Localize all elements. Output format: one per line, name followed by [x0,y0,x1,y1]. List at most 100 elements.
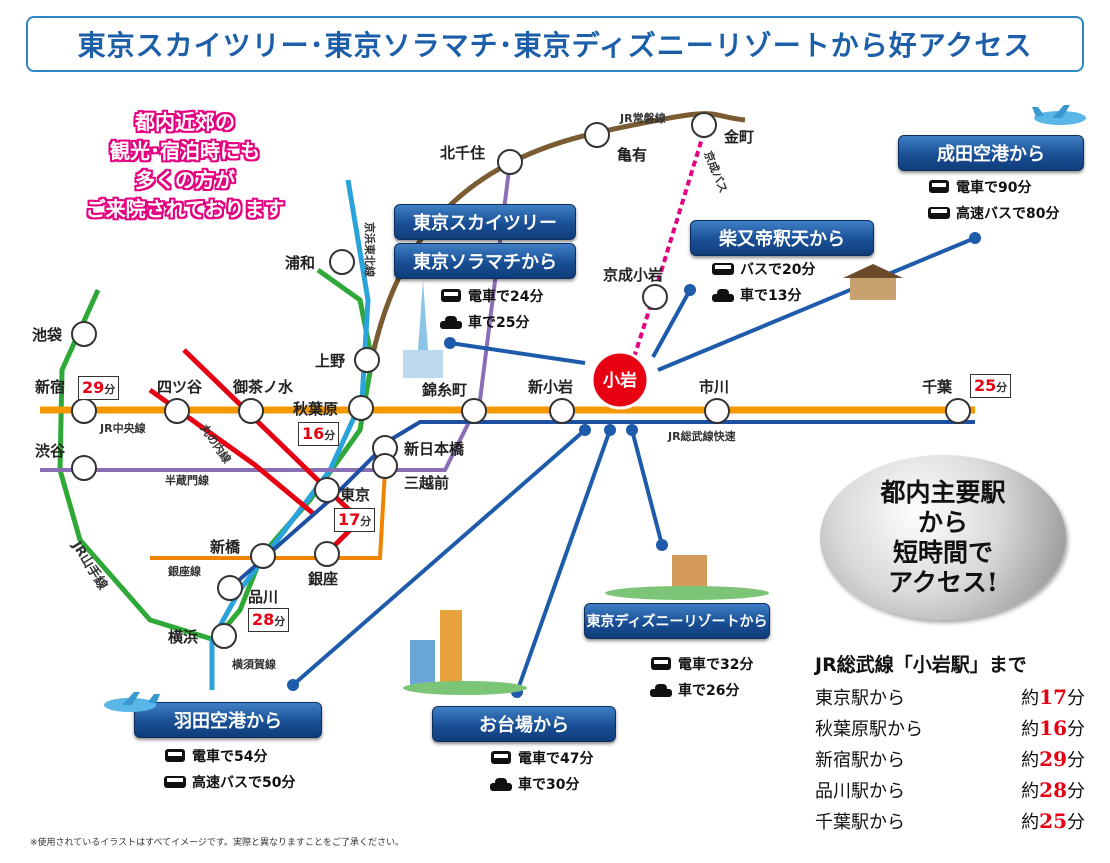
disclaimer-note: ※使用されているイラストはすべてイメージです。実際と異なりますことをご了承くださ… [30,838,405,848]
station-shinjuku-label: 新宿 [35,378,65,396]
station-akihabara-marker [348,395,374,421]
solamachi-info: 電車で24分 車で25分 [440,284,543,336]
car-icon [440,314,462,332]
car-icon [650,682,672,700]
shibamata-info: バスで20分 車で13分 [712,257,815,309]
station-shinkoiwa-marker [549,398,575,424]
station-chiba-marker [945,398,971,424]
intro-line-1: 都内近郊の [135,110,235,134]
temple-illustration [843,264,903,300]
station-ochanomizu-label: 御茶ノ水 [232,378,294,396]
train-icon [440,288,462,306]
line-hanzomon-label: 半蔵門線 [165,473,209,487]
quick-access-badge: 都内主要駅 から 短時間で アクセス! [820,455,1066,620]
line-sobu-rapid-label: JR総武線快速 [667,429,736,443]
odaiba-info: 電車で47分 車で30分 [490,746,593,798]
solamachi-label: 東京ソラマチから [394,243,576,279]
station-ikebukuro-marker [71,321,97,347]
station-kinshicho-label: 錦糸町 [421,381,467,399]
table-row: 秋葉原駅から約16分 [815,715,1085,740]
route-skytree [449,341,586,365]
akihabara-time-badge: 16分 [298,422,340,446]
station-yotsuya-marker [164,398,190,424]
hanzomon-line [40,161,512,472]
station-shimbashi-label: 新橋 [210,538,241,556]
intro-message: 都内近郊の 観光･宿泊時にも 多くの方が ご来院されております [40,108,330,224]
line-keihin-label: 京浜東北線 [363,222,377,277]
station-kitasenju-label: 北千住 [440,144,485,162]
tokyo-time-badge: 17分 [334,508,376,532]
route-shibamata [651,289,692,358]
bus-icon [164,774,186,792]
route-haneda [291,428,587,687]
train-icon [490,750,512,768]
station-kanamachi-marker [691,112,717,138]
station-koiwa-marker [590,350,650,410]
table-row: 東京駅から約17分 [815,684,1085,709]
chiba-time-badge: 25分 [970,374,1012,398]
station-yokohama-marker [211,623,237,649]
line-keiseibus-label: 京成バス [701,149,730,195]
bus-icon [712,261,734,279]
shinjuku-time-badge: 29分 [78,376,120,400]
disney-illustration [605,555,769,600]
station-mitsukoshimae-marker [372,453,398,479]
station-ichikawa-marker [704,398,730,424]
station-urawa-marker [329,249,355,275]
haneda-info: 電車で54分 高速バスで50分 [164,744,295,796]
station-shinnihonbashi-label: 新日本橋 [404,440,465,458]
station-keiseikoiwa-marker [642,284,668,310]
table-row: 品川駅から約28分 [815,777,1085,802]
route-disney [630,429,664,546]
station-koiwa-label: 小岩 [603,370,637,391]
station-tokyo-label: 東京 [340,486,370,504]
station-mitsukoshimae-label: 三越前 [404,474,449,492]
travel-time-table: JR総武線「小岩駅」まで 東京駅から約17分 秋葉原駅から約16分 新宿駅から約… [815,650,1085,836]
title-banner: 東京スカイツリー･東京ソラマチ･東京ディズニーリゾートから好アクセス [26,16,1084,72]
station-shibuya-marker [71,455,97,481]
narita-label: 成田空港から [898,135,1084,171]
station-kameari-label: 亀有 [617,146,647,164]
station-shinagawa-label: 品川 [248,588,278,606]
station-ichikawa-label: 市川 [699,378,729,396]
station-chiba-label: 千葉 [922,378,953,396]
station-ueno-label: 上野 [315,352,345,370]
line-chuo-label: JR中央線 [99,421,146,435]
shibamata-label: 柴又帝釈天から [690,220,874,256]
station-akihabara-label: 秋葉原 [293,400,338,418]
station-shimbashi-marker [250,543,276,569]
table-row: 千葉駅から約25分 [815,808,1085,833]
station-kameari-marker [584,122,610,148]
banner-title: 東京スカイツリー･東京ソラマチ･東京ディズニーリゾートから好アクセス [77,29,1033,62]
narita-info: 電車で90分 高速バスで80分 [928,175,1059,227]
car-icon [712,287,734,305]
intro-line-4: ご来院されております [85,197,285,221]
train-icon [650,656,672,674]
disney-label: 東京ディズニーリゾートから [584,603,770,639]
table-heading: JR総武線「小岩駅」まで [815,654,1027,676]
station-shinjuku-marker [71,398,97,424]
station-shibuya-label: 渋谷 [35,442,66,460]
station-yokohama-label: 横浜 [168,628,198,646]
intro-line-2: 観光･宿泊時にも [110,139,260,163]
airplane-icon [104,692,160,712]
intro-line-3: 多くの方が [135,168,235,192]
bus-icon [928,205,950,223]
station-kitasenju-marker [497,149,523,175]
station-ginza-label: 銀座 [308,570,338,588]
airplane-icon [1032,105,1086,125]
train-icon [928,179,950,197]
station-shinkoiwa-label: 新小岩 [528,378,573,396]
station-kinshicho-marker [461,398,487,424]
car-icon [490,776,512,794]
odaiba-illustration [403,610,527,695]
station-shinagawa-marker [217,575,243,601]
table-row: 新宿駅から約29分 [815,746,1085,771]
station-ochanomizu-marker [238,398,264,424]
station-urawa-label: 浦和 [285,254,315,272]
station-ginza-marker [314,541,340,567]
station-ikebukuro-label: 池袋 [32,326,63,344]
route-odaiba [515,429,612,693]
